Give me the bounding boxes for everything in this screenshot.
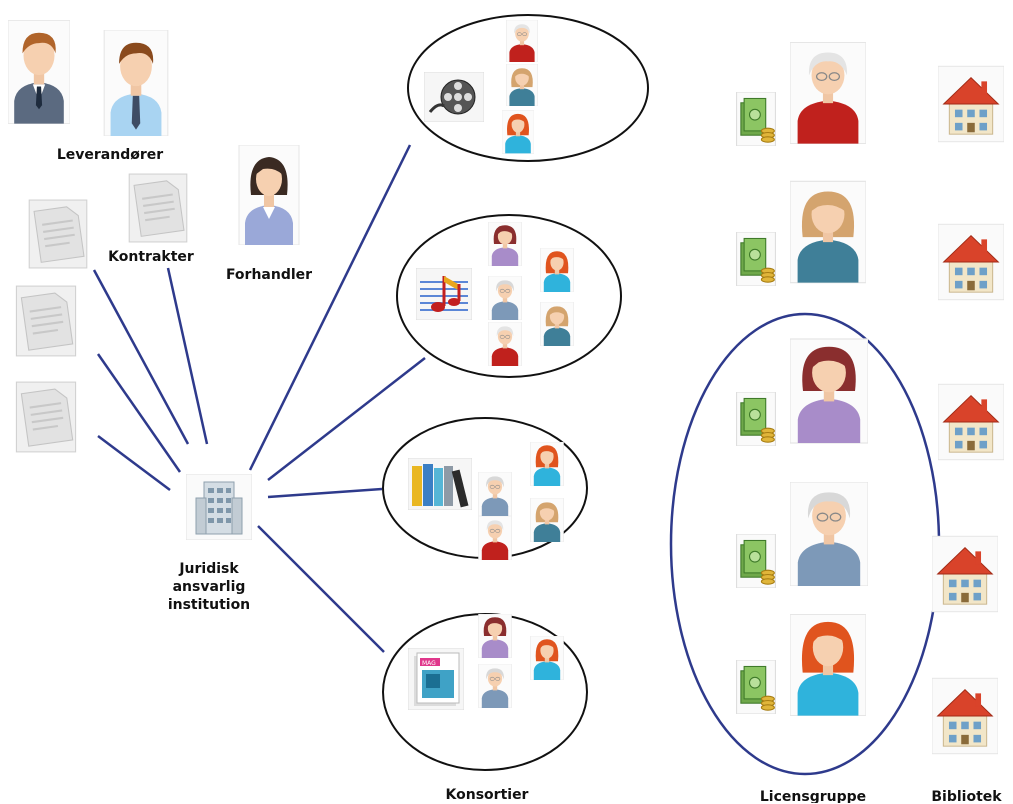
member-avatar (530, 442, 564, 486)
member-avatar (488, 322, 522, 366)
line-consortium-books (267, 487, 383, 499)
money-icon (736, 232, 776, 286)
magazine-icon (408, 648, 464, 710)
member-avatar (502, 110, 534, 154)
member-avatar-large (790, 42, 866, 144)
connection-lines (92, 144, 426, 653)
library-house-icon (938, 65, 1004, 143)
money-icon (736, 392, 776, 446)
money-icon (736, 534, 776, 588)
consortia-label: Konsortier (445, 787, 529, 803)
books-icon (408, 458, 472, 510)
music-note-icon (416, 268, 472, 320)
member-avatar (530, 636, 564, 680)
member-avatar (478, 614, 512, 658)
member-avatar (478, 516, 512, 560)
contracts-label: Kontrakter (108, 249, 194, 265)
library-house-icon (932, 535, 998, 613)
consortium-ellipse-music (396, 214, 622, 378)
library-house-icon (938, 223, 1004, 301)
line-contract-3 (96, 353, 182, 473)
consortium-ellipse-film (407, 14, 649, 162)
member-avatar (478, 664, 512, 708)
institution-label: Juridisk ansvarlig institution (167, 561, 251, 613)
member-avatar (540, 248, 574, 292)
dealer-label: Forhandler (225, 267, 313, 283)
line-contract-2 (166, 267, 209, 445)
member-avatar (488, 276, 522, 320)
line-contract-1 (92, 269, 190, 445)
member-avatar-large (790, 614, 866, 716)
dealer-icon (238, 145, 300, 245)
member-avatar (488, 222, 522, 266)
supplier-icon (103, 30, 169, 136)
line-contract-4 (97, 435, 171, 491)
contract-document-icon (127, 172, 189, 244)
member-avatar (478, 472, 512, 516)
money-icon (736, 660, 776, 714)
institution-building-icon (186, 474, 252, 540)
money-icon (736, 92, 776, 146)
member-avatar-large (790, 338, 868, 444)
library-house-icon (938, 383, 1004, 461)
library-house-icon (932, 677, 998, 755)
license-group-label: Licensgruppe (759, 789, 867, 803)
member-avatar (506, 20, 538, 62)
contract-document-icon (15, 284, 77, 358)
member-avatar-large (790, 482, 868, 586)
film-reel-icon (424, 72, 484, 122)
member-avatar (540, 302, 574, 346)
suppliers-label: Leverandører (56, 147, 164, 163)
supplier-icon (8, 20, 70, 124)
library-label: Bibliotek (931, 789, 1002, 803)
contract-document-icon (15, 380, 77, 454)
contract-document-icon (27, 198, 89, 270)
member-avatar (530, 498, 564, 542)
line-consortium-film (248, 144, 412, 471)
member-avatar-large (790, 180, 866, 284)
line-consortium-magazine (257, 525, 385, 653)
member-avatar (506, 64, 538, 106)
line-consortium-music (267, 357, 426, 481)
